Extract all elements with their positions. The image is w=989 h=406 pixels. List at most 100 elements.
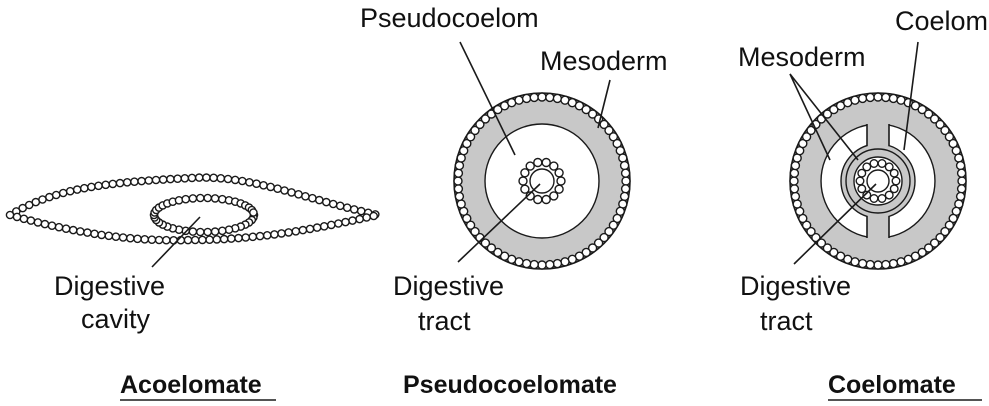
body-cell [206,236,213,243]
body-cell [957,162,965,170]
body-cell [281,187,288,194]
body-cell [553,260,561,268]
pseudocoelomate-panel: Pseudocoelom Mesoderm Digestive tract Ps… [360,3,668,399]
body-cell [335,220,342,227]
gut-cell [890,169,898,177]
body-cell [242,234,249,241]
body-cell [48,222,55,229]
body-cell [70,227,77,234]
body-cell [213,236,220,243]
body-cell [523,94,531,102]
body-cell [791,162,799,170]
gut-cell [189,228,196,235]
body-cell [538,261,546,269]
body-cell [337,202,344,209]
acoelomate-title: Acoelomate [120,371,262,399]
gut-cell [175,197,182,204]
body-cell [356,216,363,223]
dorsal-mesentery [867,122,889,146]
body-cell [622,169,630,177]
coelomate-digestive-tract-line2: tract [760,306,813,336]
body-cell [323,199,330,206]
body-cell [866,261,874,269]
body-cell [859,94,867,102]
body-cell [152,176,159,183]
body-cell [163,237,170,244]
gut-cell [534,196,542,204]
body-cell [81,185,88,192]
body-cell [77,228,84,235]
body-cell [60,189,67,196]
body-cell [454,169,462,177]
body-cell [188,174,195,181]
acoelomate-gut-cells [150,194,257,235]
gut-cell [225,226,232,233]
body-cell [454,177,462,185]
pseudocoelomate-digestive-tract-line2: tract [418,306,471,336]
gut-cell [189,195,196,202]
gut-cell [878,195,886,203]
body-cell [63,225,70,232]
body-cell [958,185,966,193]
coelomate-mesoderm-label: Mesoderm [738,42,866,72]
body-cell [109,180,116,187]
body-cell [41,221,48,228]
body-cell [309,195,316,202]
body-cell [116,180,123,187]
coelomate-digestive-tract-line1: Digestive [740,271,851,301]
body-cell [88,183,95,190]
body-cell [790,185,798,193]
body-cell [349,217,356,224]
body-cell [174,175,181,182]
gut-cell [197,194,204,201]
body-cell [344,204,351,211]
body-cell [321,223,328,230]
body-cell [955,154,963,162]
body-cell [454,185,462,193]
body-cell [958,177,966,185]
body-cell [13,213,20,220]
body-cell [203,174,210,181]
gut-cell [858,185,866,193]
digestive-cavity-label-line2: cavity [81,304,151,334]
body-cell [148,236,155,243]
body-cell [874,93,882,101]
body-cell [221,236,228,243]
body-cell [235,235,242,242]
body-cell [27,217,34,224]
body-cell [160,176,167,183]
gut-cell [521,185,529,193]
body-cell [553,94,561,102]
body-cell [39,196,46,203]
body-cell [228,235,235,242]
body-cell [256,233,263,240]
gut-cell [204,194,211,201]
body-cell [232,176,239,183]
body-cell [192,236,199,243]
body-cell [267,183,274,190]
coelomate-title: Coelomate [828,371,956,399]
body-cell [342,219,349,226]
body-cell [314,224,321,231]
body-cell [274,185,281,192]
body-cell [889,260,897,268]
body-cell [316,197,323,204]
gut-cell [212,195,219,202]
body-cell [530,261,538,269]
body-cell [239,177,246,184]
body-cell [889,94,897,102]
body-cell [264,232,271,239]
gut-cell [555,169,563,177]
body-cell [793,200,801,208]
body-cell [278,230,285,237]
body-cell [455,192,463,200]
gut-cell [870,160,878,168]
body-cell [98,231,105,238]
body-cell [958,169,966,177]
body-cell [127,235,134,242]
body-cell [95,182,102,189]
body-cell [622,185,630,193]
body-cell [210,174,217,181]
body-cell [184,237,191,244]
gut-cell [182,196,189,203]
